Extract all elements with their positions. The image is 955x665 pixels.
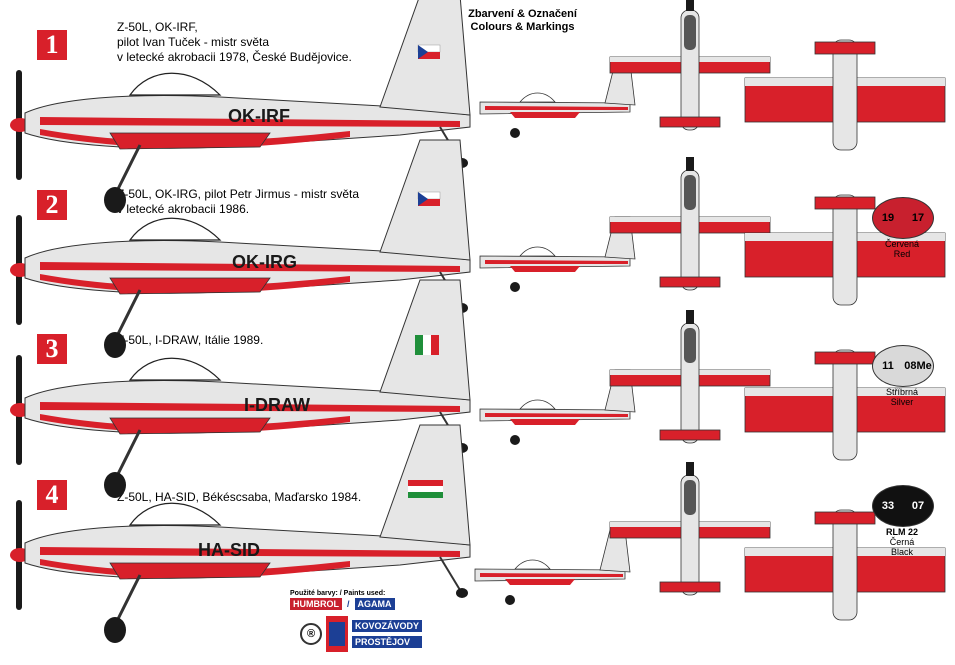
registration-1: OK-IRF	[228, 106, 290, 126]
swatch-red: 19 17 Červená Red	[872, 197, 937, 259]
flag-it-3	[415, 335, 439, 355]
swatch-black-name: Černá	[889, 537, 915, 547]
maker-line1: KOVOZÁVODY	[352, 620, 423, 632]
paints-used: Použité barvy: / Paints used: HUMBROL / …	[290, 590, 460, 610]
option-caption-2: Z-50L, OK-IRG, pilot Petr Jirmus - mistr…	[117, 187, 360, 216]
registration-4: HA-SID	[198, 540, 260, 560]
swatch-black: 33 07 RLM 22 Černá Black	[872, 485, 937, 557]
small-side-4	[474, 529, 631, 606]
swatch-black-name-en: Black	[890, 547, 913, 557]
swatch-red-name-en: Red	[893, 249, 911, 259]
sideview-4	[8, 423, 472, 645]
flag-cz-1	[417, 44, 441, 59]
brand-sep: /	[347, 599, 350, 609]
small-side-1	[479, 62, 636, 139]
swatch-silver-name: Stříbrná	[885, 387, 918, 397]
swatch-silver-code-2: 08Me	[904, 360, 932, 372]
brand-humbrol: HUMBROL	[290, 598, 342, 610]
swatch-black-rlm: RLM 22	[885, 527, 918, 537]
swatch-red-code-1: 19	[881, 212, 895, 224]
registered-icon: ®	[300, 623, 322, 645]
swatch-red-code-2: 17	[911, 212, 925, 224]
colours-header: Zbarvení & Označení Colours & Markings	[455, 8, 590, 34]
maker-line2: PROSTĚJOV	[352, 636, 423, 648]
km-logo-icon	[326, 616, 348, 652]
header-cz: Zbarvení & Označení	[468, 8, 577, 20]
maker-logo: ® KOVOZÁVODY PROSTĚJOV	[300, 616, 423, 652]
option-caption-1: Z-50L, OK-IRF, pilot Ivan Tuček - mistr …	[117, 20, 352, 64]
swatch-black-code-2: 07	[911, 500, 925, 512]
paints-label: Použité barvy: / Paints used:	[290, 590, 386, 597]
option-badge-2: 2	[37, 190, 67, 220]
option-badge-1: 1	[37, 30, 67, 60]
option-caption-4: Z-50L, HA-SID, Békéscsaba, Maďarsko 1984…	[117, 490, 362, 504]
sideview-3	[8, 278, 472, 500]
swatch-silver-code-1: 11	[882, 360, 894, 372]
registration-3: I-DRAW	[244, 395, 310, 415]
header-en: Colours & Markings	[470, 21, 575, 33]
bottomview-1	[744, 39, 946, 151]
option-badge-4: 4	[37, 480, 67, 510]
swatch-red-name: Červená	[884, 239, 920, 249]
flag-cz-2	[417, 191, 441, 206]
option-caption-3: Z-50L, I-DRAW, Itálie 1989.	[117, 333, 264, 347]
swatch-black-code-1: 33	[881, 500, 895, 512]
swatch-silver-name-en: Silver	[890, 397, 914, 407]
swatch-silver: 11 08Me Stříbrná Silver	[872, 345, 937, 407]
brand-agama: AGAMA	[354, 598, 395, 610]
sideview-2	[8, 138, 472, 360]
option-badge-3: 3	[37, 334, 67, 364]
flag-hu-4	[408, 480, 443, 498]
registration-2: OK-IRG	[232, 252, 297, 272]
